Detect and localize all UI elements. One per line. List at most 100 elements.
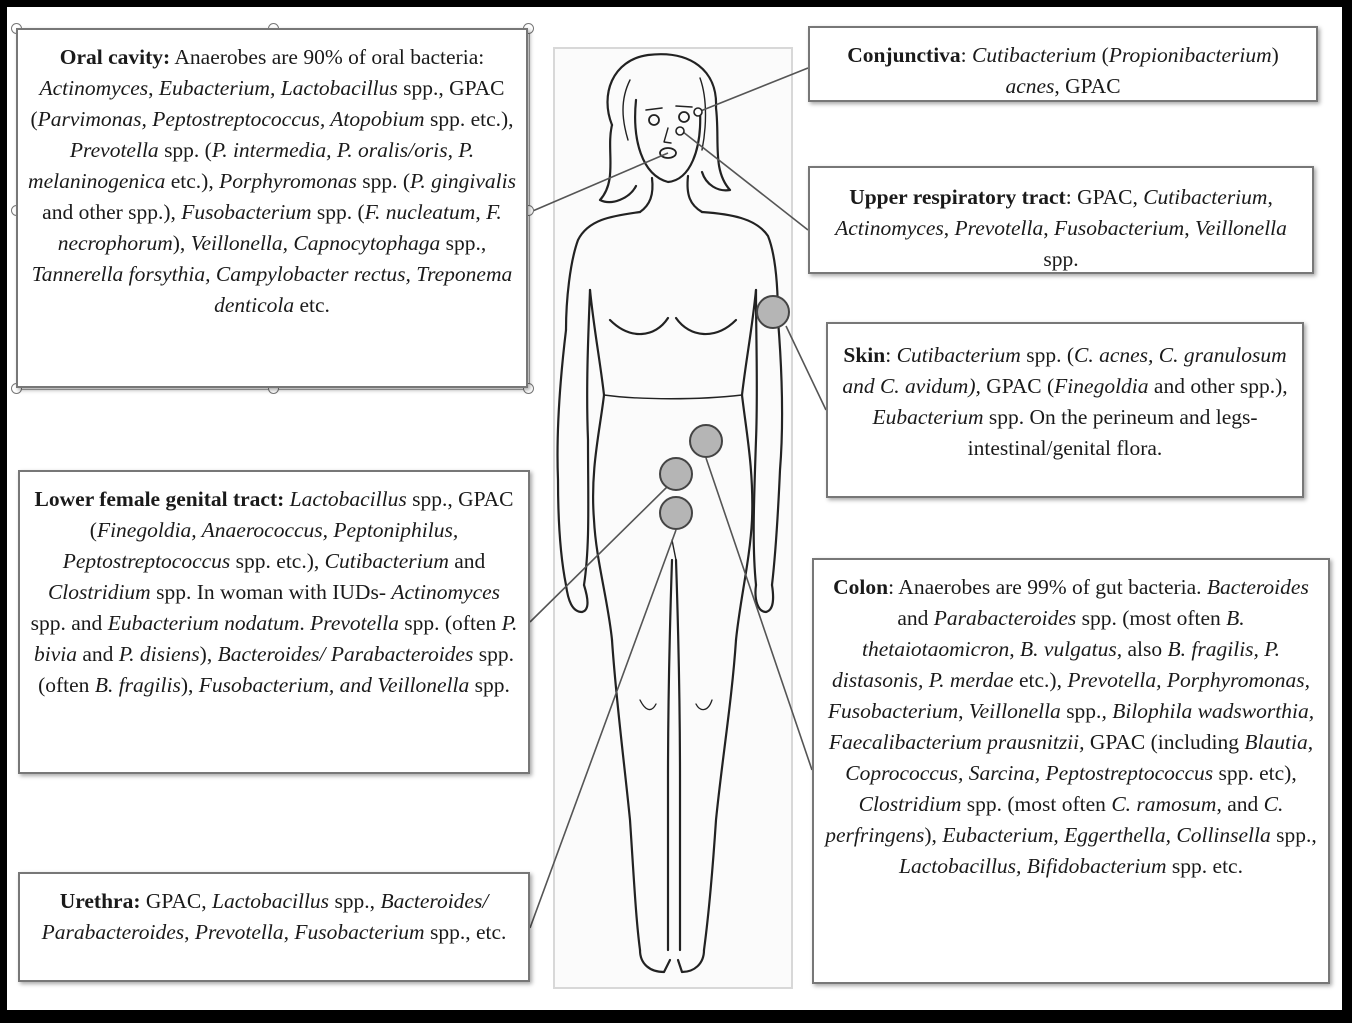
text-run: , <box>944 216 955 240</box>
text-run: spp. (often <box>399 611 502 635</box>
skin-text: : Cutibacterium spp. (C. acnes, C. granu… <box>842 343 1287 460</box>
text-run: spp. (most often <box>1076 606 1226 630</box>
taxon-name: Lactobacillus <box>212 889 329 913</box>
genital-marker <box>660 458 692 490</box>
taxon-name: Finegoldia <box>1054 374 1148 398</box>
skin-marker <box>757 296 789 328</box>
conjunctiva-text: : Cutibacterium (Propionibacterium) acne… <box>961 43 1279 98</box>
taxon-name: Veillonella, Capnocytophaga <box>191 231 441 255</box>
nose-marker <box>676 127 684 135</box>
text-run: Anaerobes are 90% of oral bacteria: <box>170 45 484 69</box>
taxon-name: Prevotella <box>955 216 1044 240</box>
text-run: , <box>284 920 295 944</box>
text-run: spp. etc.), <box>425 107 514 131</box>
text-run: spp. ( <box>311 200 364 224</box>
text-run: : GPAC, <box>1066 185 1143 209</box>
taxon-name: Veillonella <box>969 699 1061 723</box>
taxon-name: F. nucleatum <box>365 200 476 224</box>
conjunctiva-heading: Conjunctiva <box>847 43 960 67</box>
text-run: etc.), <box>1014 668 1068 692</box>
taxon-name: Propionibacterium <box>1109 43 1272 67</box>
taxon-name: Fusobacterium <box>1054 216 1184 240</box>
taxon-name: C. ramosum <box>1111 792 1216 816</box>
taxon-name: Cutibacterium <box>972 43 1096 67</box>
lower-female-genital-box: Lower female genital tract: Lactobacillu… <box>18 470 530 774</box>
text-run: and <box>77 642 119 666</box>
text-run: spp. ( <box>357 169 410 193</box>
text-run: spp. In woman with IUDs- <box>151 580 392 604</box>
taxon-name: Clostridium <box>859 792 962 816</box>
taxon-name: Bacteroides/ Parabacteroides <box>218 642 474 666</box>
taxon-name: Fusobacterium, and Veillonella <box>199 673 470 697</box>
text-run: spp. etc), <box>1213 761 1297 785</box>
text-run: and other spp.), <box>1149 374 1288 398</box>
skin-heading: Skin <box>843 343 885 367</box>
taxon-name: Prevotella <box>195 920 284 944</box>
text-run: , <box>1184 216 1195 240</box>
oral-cavity-heading: Oral cavity: <box>60 45 170 69</box>
text-run: spp., <box>1271 823 1317 847</box>
taxon-name: Veillonella <box>1195 216 1287 240</box>
taxon-name: Clostridium <box>48 580 151 604</box>
colon-heading: Colon <box>833 575 888 599</box>
text-run: , <box>148 76 159 100</box>
text-run: : <box>885 343 896 367</box>
upper-respiratory-box: Upper respiratory tract: GPAC, Cutibacte… <box>808 166 1314 274</box>
text-run: , <box>184 920 195 944</box>
urethra-heading: Urethra: <box>60 889 141 913</box>
taxon-name: acnes <box>1005 74 1054 98</box>
text-run: , <box>475 200 486 224</box>
taxon-name: Lactobacillus, Bifidobacterium <box>899 854 1167 878</box>
text-run: GPAC, <box>140 889 212 913</box>
text-run: , <box>1043 216 1054 240</box>
taxon-name: Actinomyces <box>39 76 148 100</box>
colon-marker <box>690 425 722 457</box>
taxon-name: Eubacterium, Eggerthella, Collinsella <box>942 823 1270 847</box>
text-run: spp. <box>1043 247 1078 271</box>
text-run: etc. <box>294 293 330 317</box>
text-run: , <box>1267 185 1272 209</box>
oral-cavity-text: Anaerobes are 90% of oral bacteria: Acti… <box>28 45 516 317</box>
upper-respiratory-heading: Upper respiratory tract <box>849 185 1066 209</box>
taxon-name: Tannerella forsythia, Campylobacter rect… <box>32 262 513 317</box>
text-run: spp., <box>329 889 380 913</box>
taxon-name: Parabacteroides <box>934 606 1077 630</box>
text-run: spp. ( <box>159 138 212 162</box>
taxon-name: Cutibacterium <box>897 343 1021 367</box>
urethra-marker <box>660 497 692 529</box>
taxon-name: Parvimonas, Peptostreptococcus, Atopobiu… <box>38 107 425 131</box>
colon-text: : Anaerobes are 99% of gut bacteria. Bac… <box>825 575 1317 878</box>
text-run: spp. ( <box>1021 343 1074 367</box>
eye-marker <box>694 108 702 116</box>
taxon-name: Lactobacillus <box>290 487 407 511</box>
text-run: . <box>299 611 310 635</box>
text-run: : Anaerobes are 99% of gut bacteria. <box>888 575 1207 599</box>
colon-box: Colon: Anaerobes are 99% of gut bacteria… <box>812 558 1330 984</box>
taxon-name: Porphyromonas <box>219 169 357 193</box>
text-run: also <box>1122 637 1167 661</box>
text-run: , and <box>1216 792 1263 816</box>
text-run: ), <box>924 823 942 847</box>
text-run: spp. <box>1061 699 1102 723</box>
text-run: : <box>961 43 972 67</box>
text-run: GPAC ( <box>981 374 1054 398</box>
text-run: and other spp.), <box>42 200 181 224</box>
lower-female-genital-text: Lactobacillus spp., GPAC (Finegoldia, An… <box>31 487 518 697</box>
text-run: spp. etc.), <box>230 549 324 573</box>
text-run: etc.), <box>165 169 219 193</box>
taxon-name: P. disiens <box>119 642 200 666</box>
taxon-name: Cutibacterium <box>1143 185 1267 209</box>
taxon-name: Bacteroides <box>1207 575 1309 599</box>
text-run: spp., etc. <box>425 920 507 944</box>
conjunctiva-box: Conjunctiva: Cutibacterium (Propionibact… <box>808 26 1318 102</box>
oral-cavity-box: Oral cavity: Anaerobes are 90% of oral b… <box>16 28 528 388</box>
taxon-name: Eubacterium <box>872 405 983 429</box>
text-run: ), <box>181 673 199 697</box>
text-run: GPAC (including <box>1085 730 1245 754</box>
text-run: ), <box>173 231 191 255</box>
text-run: spp. etc. <box>1167 854 1243 878</box>
skin-box: Skin: Cutibacterium spp. (C. acnes, C. g… <box>826 322 1304 498</box>
text-run: ) <box>1272 43 1279 67</box>
text-run: , GPAC <box>1054 74 1120 98</box>
text-run: spp. <box>469 673 510 697</box>
